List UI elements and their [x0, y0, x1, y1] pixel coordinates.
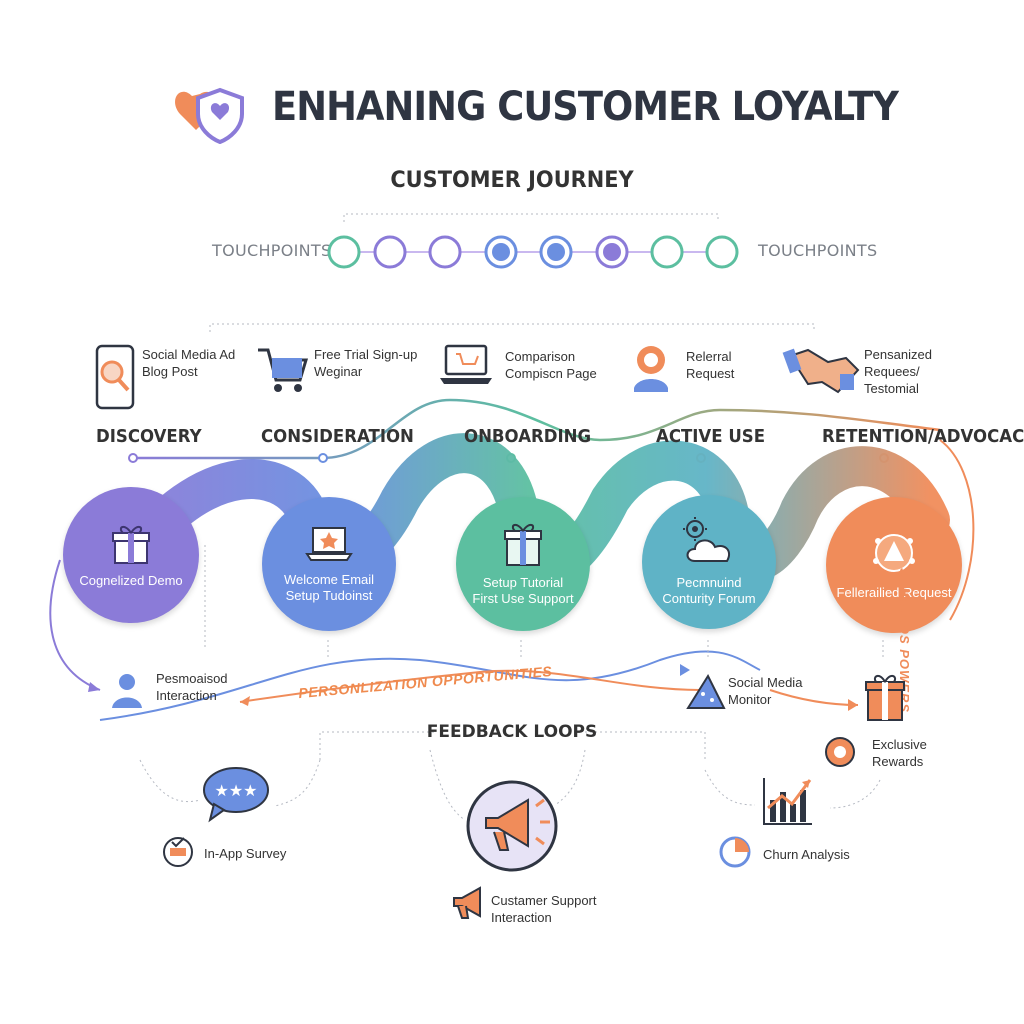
page-title: ENHANING CUSTOMER LOYALTY: [272, 84, 899, 130]
touchpoint-text: Pensanized Requees/ Testomial: [864, 347, 932, 396]
circle-text: Fellerailied Request: [836, 585, 952, 600]
laptop-cart-icon: [440, 344, 492, 384]
gift-icon: [112, 526, 150, 564]
location-person-icon: [634, 346, 668, 392]
touchpoint-text: Comparison Compiscn Page: [505, 349, 597, 381]
touchpoint-dot[interactable]: [428, 235, 462, 269]
medal-icon: [825, 737, 855, 767]
circle-text: Setup Tutorial First Use Support: [472, 575, 574, 606]
megaphone-icon: [466, 780, 558, 872]
circle-text: Cognelized Demo: [79, 573, 183, 588]
touchpoints-left-label: TOUCHPOINTS: [212, 241, 332, 260]
handshake-icon: [782, 348, 860, 394]
svg-text:★★★: ★★★: [214, 783, 257, 800]
cloud-gear-icon: [683, 517, 731, 562]
stage-retention-advocacy: RETENTION/ADVOCACY: [822, 426, 1024, 447]
person-icon: [112, 674, 142, 708]
feedback-loops-title: FEEDBACK LOOPS: [426, 722, 598, 742]
small-megaphone-icon: [453, 886, 481, 919]
survey-badge-icon: [163, 837, 193, 867]
gift-box-icon: [504, 524, 542, 566]
gift-reward-icon: [865, 675, 905, 721]
customer-support-interaction: Custamer Support Interaction: [491, 893, 597, 925]
circle-text: Welcome Email Setup Tudoinst: [283, 572, 375, 603]
alert-badge-icon: [873, 534, 915, 572]
heart-shield-icon: [175, 87, 244, 145]
touchpoint-dot[interactable]: [705, 235, 739, 269]
stage-circle-retention[interactable]: Fellerailied Request: [826, 497, 962, 633]
stage-active-use: ACTIVE USE: [656, 426, 766, 447]
touchpoint-dot[interactable]: [327, 235, 361, 269]
stage-circle-discovery[interactable]: Cognelized Demo: [63, 487, 199, 623]
stage-circle-active-use[interactable]: Pecmnuind Conturity Forum: [642, 495, 776, 629]
touchpoint-dot[interactable]: [373, 235, 407, 269]
touchpoint-text: Relerral Request: [686, 349, 735, 381]
exclusive-rewards: Exclusive Rewards: [872, 737, 927, 769]
social-media-monitor: Social Media Monitor: [728, 675, 803, 707]
touchpoint-text: Free Trial Sign-up Weginar: [314, 347, 418, 379]
churn-analysis: Churn Analysis: [763, 847, 850, 862]
triangle-chart-icon: [686, 673, 726, 709]
churn-icon: [719, 836, 751, 868]
journey-subtitle: CUSTOMER JOURNEY: [390, 168, 634, 193]
phone-search-icon: [95, 344, 135, 410]
touchpoint-text: Social Media Ad Blog Post: [142, 347, 236, 379]
touchpoint-dot[interactable]: [650, 235, 684, 269]
personalised-interaction: Pesmoaisod Interaction: [156, 671, 228, 703]
in-app-survey: In-App Survey: [204, 846, 287, 861]
stage-discovery: DISCOVERY: [96, 426, 202, 447]
logo: [172, 84, 252, 145]
stage-consideration: CONSIDERATION: [261, 426, 414, 447]
chat-rating-icon: ★★★: [203, 767, 269, 823]
circle-text: Pecmnuind Conturity Forum: [662, 575, 756, 606]
cart-icon: [258, 348, 309, 392]
stage-circle-onboarding[interactable]: Setup Tutorial First Use Support: [456, 497, 590, 631]
stage-onboarding: ONBOARDING: [464, 426, 592, 447]
touchpoints-right-label: TOUCHPOINTS: [758, 241, 878, 260]
laptop-star-icon: [305, 527, 353, 561]
stage-circle-consideration[interactable]: Welcome Email Setup Tudoinst: [262, 497, 396, 631]
bar-chart-icon: [763, 778, 812, 825]
